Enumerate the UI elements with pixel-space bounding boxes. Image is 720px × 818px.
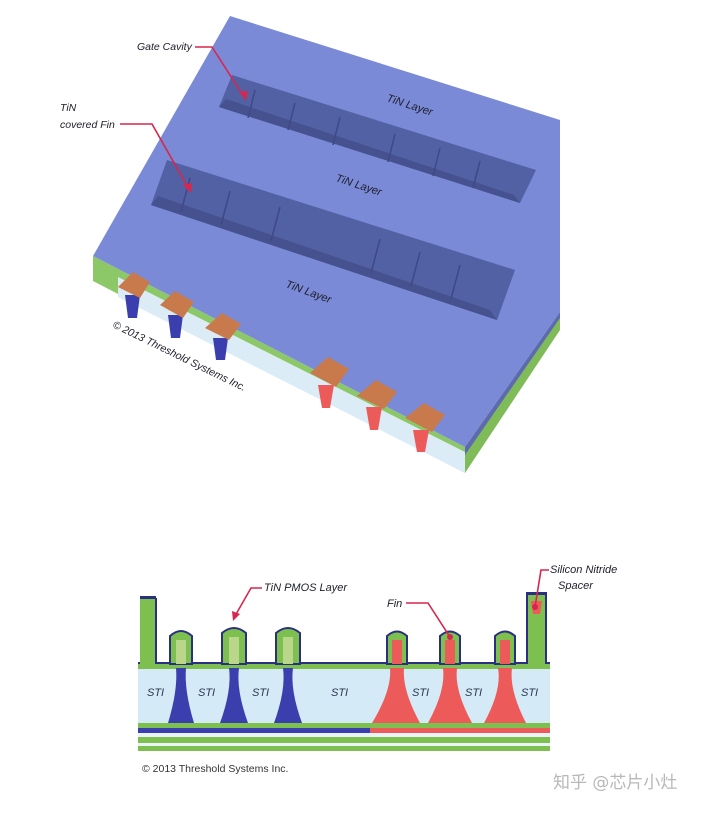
gate-cavity-leader xyxy=(195,46,247,101)
nmos-fins xyxy=(372,630,526,723)
nmos-fins-3d xyxy=(310,357,445,452)
gate-cavity-trench-1 xyxy=(219,75,536,203)
right-spacer xyxy=(528,594,545,664)
spacer-label-2: Spacer xyxy=(558,580,594,592)
spacer-leader xyxy=(534,569,549,608)
sti-labels: STI STI STI STI STI STI STI xyxy=(147,687,538,699)
cross-section: STI STI STI STI STI STI STI xyxy=(138,592,550,751)
sti-label: STI xyxy=(252,687,269,699)
sti-label: STI xyxy=(412,687,429,699)
watermark-text: 知乎 @芯片小灶 xyxy=(553,773,678,793)
sti-region xyxy=(138,668,550,723)
fin-marker-icon xyxy=(447,634,453,640)
gate-cavity-trench-2 xyxy=(151,160,515,320)
watermark: 知乎 @芯片小灶 xyxy=(553,768,713,808)
tin-covered-fin-label-1: TiN xyxy=(60,102,77,114)
sti-label: STI xyxy=(465,687,482,699)
tin-covered-fin-label-2: covered Fin xyxy=(60,119,115,131)
nmos-fin-1 xyxy=(372,668,420,723)
spacer-marker-icon xyxy=(532,604,538,610)
nmos-fin-2 xyxy=(428,668,472,723)
gate-cavity-label: Gate Cavity xyxy=(137,41,193,53)
sti-label: STI xyxy=(198,687,215,699)
sti-label: STI xyxy=(147,687,164,699)
pmos-fin-1 xyxy=(168,668,194,723)
fin-label: Fin xyxy=(387,598,402,610)
tin-covered-fin-leader xyxy=(120,123,191,192)
tin-pmos-leader xyxy=(234,587,262,617)
bottom-callouts: TiN PMOS Layer Fin Silicon Nitride Space… xyxy=(142,564,617,775)
bottom-copyright: © 2013 Threshold Systems Inc. xyxy=(142,763,288,775)
nmos-fin-3 xyxy=(484,668,526,723)
fin-leader xyxy=(406,602,451,638)
sti-label: STI xyxy=(331,687,348,699)
tin-pmos-arrow-icon xyxy=(232,611,240,621)
gate-cavity-arrow-icon xyxy=(239,91,248,100)
pmos-fins xyxy=(168,627,302,723)
pmos-fin-2 xyxy=(220,668,248,723)
left-spacer xyxy=(140,598,156,664)
tin-covered-fin-arrow-icon xyxy=(183,183,192,193)
tin-pmos-layer-label: TiN PMOS Layer xyxy=(264,582,348,594)
top-callouts: Gate Cavity TiN covered Fin xyxy=(60,41,248,193)
tin-block-3d: TiN Layer TiN Layer TiN Layer © 2013 Thr… xyxy=(93,16,560,473)
pmos-fin-3 xyxy=(274,668,302,723)
sti-label: STI xyxy=(521,687,538,699)
spacer-label-1: Silicon Nitride xyxy=(550,564,617,576)
pmos-fins-3d xyxy=(118,272,241,360)
